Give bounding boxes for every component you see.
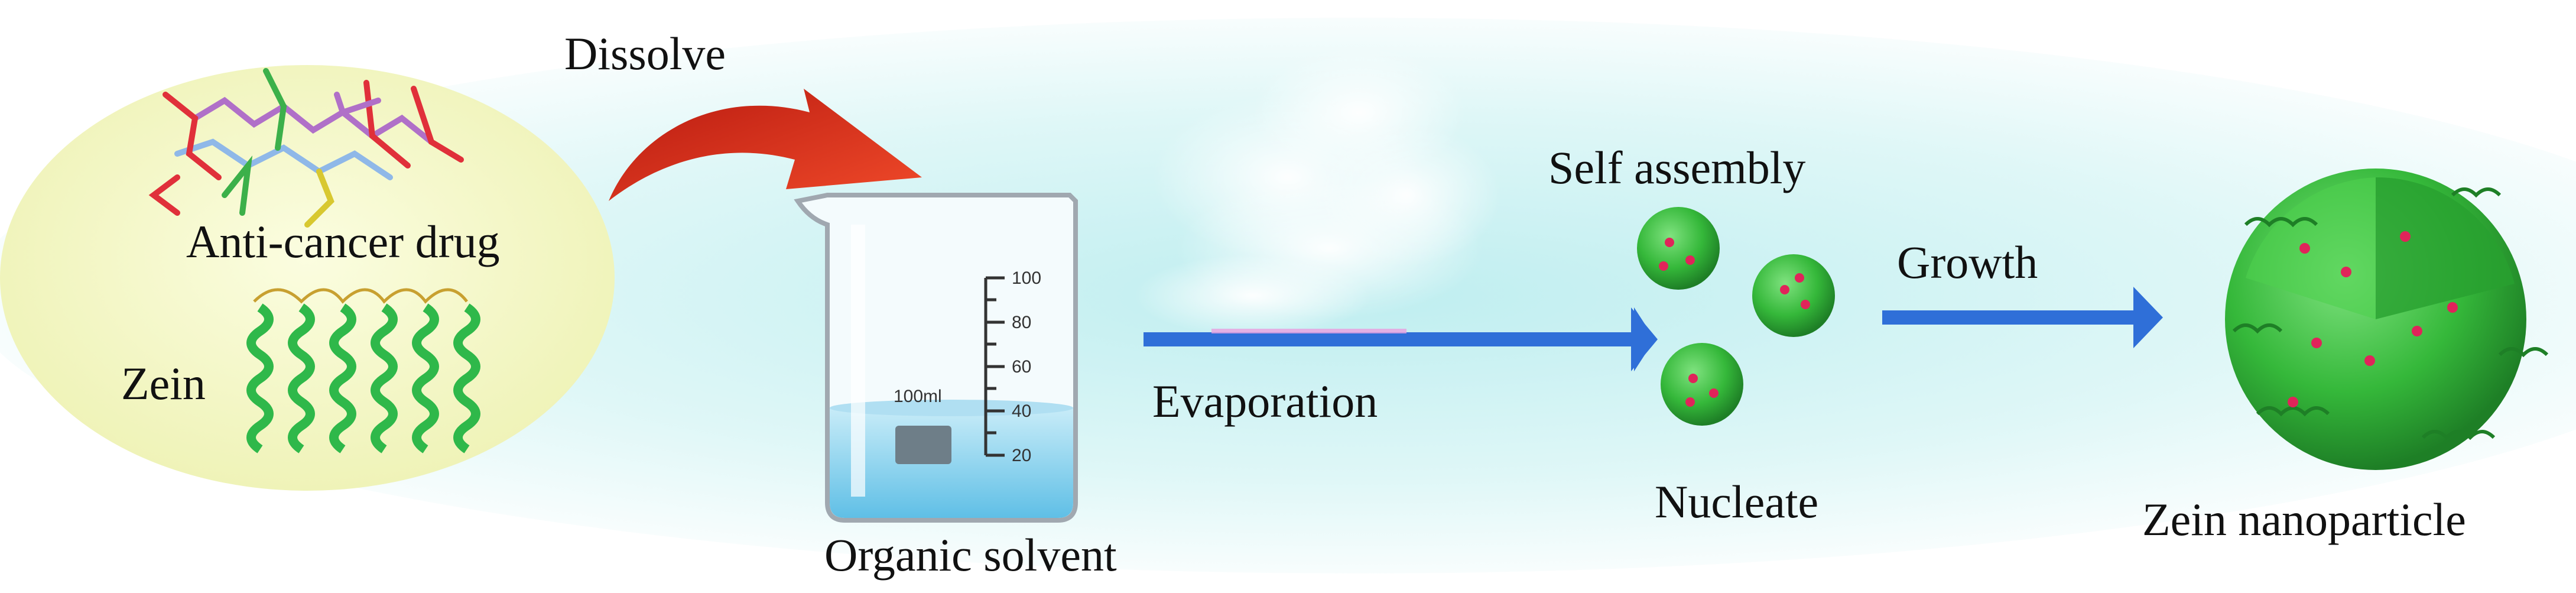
beaker-label-patch bbox=[895, 426, 951, 464]
beaker-volume-label: 100ml bbox=[894, 387, 942, 406]
scale-mark-100: 100 bbox=[1012, 268, 1041, 288]
nucleate-label: Nucleate bbox=[1655, 476, 1819, 527]
growth-arrow bbox=[1882, 287, 2163, 348]
growth-label: Growth bbox=[1897, 236, 2038, 288]
evaporation-arrow bbox=[1144, 307, 1658, 371]
zein-nanoparticle-icon bbox=[2225, 168, 2549, 470]
zein-helix-icon bbox=[246, 288, 480, 453]
nucleate-particles bbox=[1637, 207, 1835, 426]
drug-molecule-icon bbox=[148, 68, 464, 228]
evaporation-label: Evaporation bbox=[1152, 375, 1378, 427]
small-particle-icon bbox=[1637, 207, 1720, 290]
organic-solvent-label: Organic solvent bbox=[824, 529, 1117, 581]
dissolve-label: Dissolve bbox=[564, 28, 726, 79]
steam-cloud bbox=[1135, 47, 1501, 337]
self-assembly-label: Self assembly bbox=[1548, 142, 1806, 193]
anti-cancer-drug-label: Anti-cancer drug bbox=[186, 216, 500, 267]
small-particle-icon bbox=[1752, 254, 1835, 337]
scale-mark-40: 40 bbox=[1012, 401, 1031, 421]
dissolve-arrow bbox=[609, 89, 922, 201]
small-particle-icon bbox=[1661, 343, 1743, 426]
zein-nanoparticle-label: Zein nanoparticle bbox=[2142, 494, 2466, 545]
zein-label: Zein bbox=[121, 358, 206, 409]
scale-mark-80: 80 bbox=[1012, 313, 1031, 332]
scale-mark-20: 20 bbox=[1012, 446, 1031, 465]
beaker-icon: 100 80 60 40 20 100ml bbox=[794, 193, 1078, 523]
scale-mark-60: 60 bbox=[1012, 357, 1031, 377]
